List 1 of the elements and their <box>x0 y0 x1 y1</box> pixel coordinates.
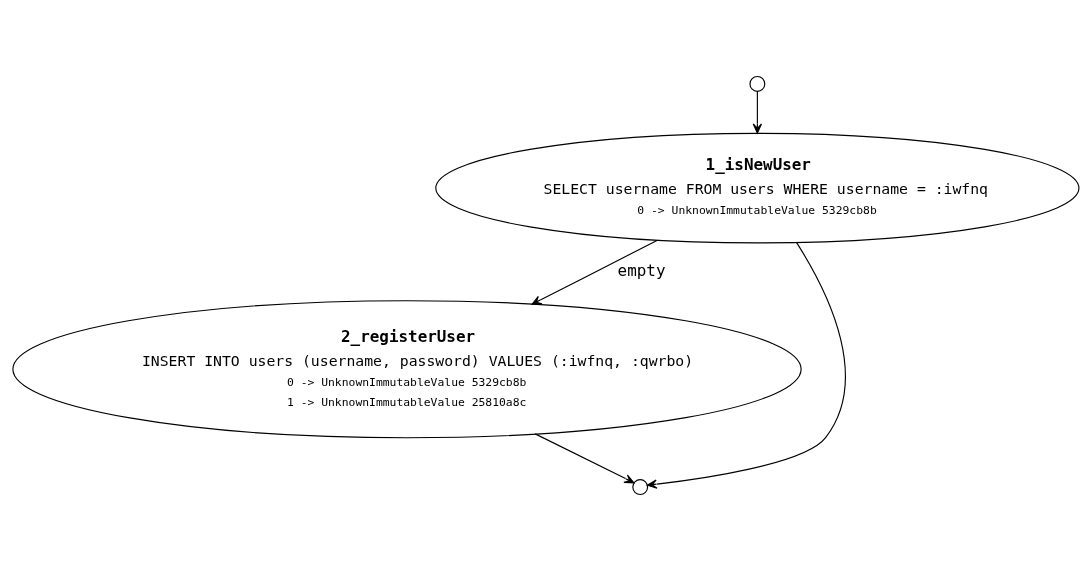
edge-label: empty <box>617 261 666 281</box>
